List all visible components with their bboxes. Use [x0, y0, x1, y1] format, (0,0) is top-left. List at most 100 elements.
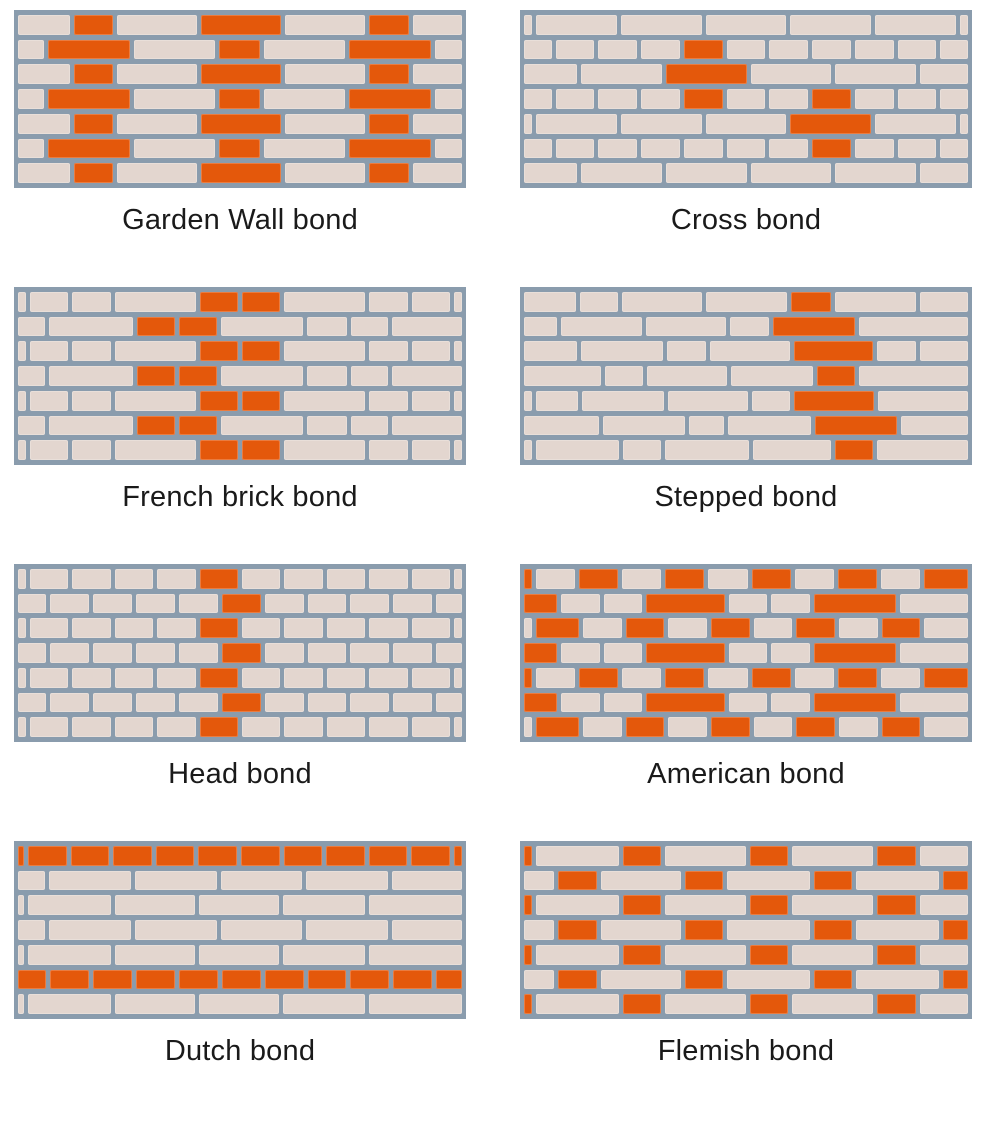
accent-brick	[179, 415, 218, 436]
brick	[115, 994, 195, 1015]
brick	[369, 390, 408, 411]
brick	[264, 593, 304, 614]
brick	[350, 415, 389, 436]
accent-brick	[524, 692, 558, 713]
brick	[959, 15, 968, 35]
brick	[524, 969, 555, 990]
brick-row	[524, 692, 969, 713]
brick	[582, 717, 622, 738]
brick	[641, 89, 680, 109]
accent-brick	[750, 944, 789, 965]
brick	[264, 692, 304, 713]
figure-flemish-bond: Flemish bond	[520, 841, 972, 1068]
brick	[706, 292, 787, 312]
brick	[220, 920, 303, 940]
figure-cross-bond: Cross bond	[520, 10, 972, 237]
brick	[598, 138, 638, 159]
brick	[453, 292, 462, 312]
brick	[18, 163, 70, 184]
accent-brick	[393, 969, 433, 990]
brick	[919, 341, 968, 362]
accent-brick	[942, 920, 969, 940]
accent-brick	[794, 390, 874, 411]
brick	[393, 593, 433, 614]
accent-brick	[137, 316, 176, 337]
brick	[436, 593, 463, 614]
brick	[72, 440, 111, 461]
figure-label: Head bond	[168, 758, 312, 790]
brick	[524, 163, 578, 184]
brick	[283, 994, 365, 1015]
brick	[792, 895, 874, 916]
brick	[524, 15, 533, 35]
accent-brick	[877, 944, 916, 965]
brick	[683, 138, 723, 159]
brick	[919, 292, 968, 312]
brick	[117, 15, 198, 35]
accent-brick	[18, 969, 46, 990]
accent-brick	[813, 969, 853, 990]
accent-brick	[524, 643, 558, 663]
brick	[646, 366, 727, 386]
accent-brick	[221, 692, 261, 713]
accent-brick	[28, 846, 67, 866]
accent-brick	[751, 569, 791, 589]
brick	[242, 717, 281, 738]
brick	[436, 692, 463, 713]
brick-row	[524, 89, 968, 109]
brick	[157, 717, 196, 738]
brick	[178, 692, 218, 713]
accent-brick	[201, 163, 282, 184]
brick	[285, 15, 366, 35]
brick-row	[18, 15, 462, 35]
brick	[18, 920, 45, 940]
brick	[900, 593, 969, 614]
brick	[221, 415, 303, 436]
accent-brick	[942, 870, 969, 891]
brick	[769, 39, 809, 60]
figure-label: American bond	[647, 758, 845, 790]
brick	[726, 138, 766, 159]
brick	[411, 341, 450, 362]
brick	[263, 138, 346, 159]
brick	[157, 667, 196, 688]
brick-row	[524, 64, 968, 85]
brick-row	[524, 390, 968, 411]
accent-brick	[199, 717, 239, 738]
brick	[859, 316, 968, 337]
brick	[221, 316, 303, 337]
brick	[369, 667, 408, 688]
accent-brick	[558, 870, 597, 891]
accent-brick	[137, 366, 176, 386]
brick	[835, 292, 916, 312]
brick	[436, 643, 463, 663]
brick	[369, 569, 408, 589]
accent-brick	[817, 366, 856, 386]
brick	[264, 643, 304, 663]
brick	[859, 366, 968, 386]
accent-brick	[646, 593, 725, 614]
brick	[392, 920, 463, 940]
brick	[524, 618, 533, 639]
accent-brick	[307, 969, 347, 990]
brick-row	[18, 113, 462, 134]
brick	[524, 366, 602, 386]
brick	[726, 89, 766, 109]
brick	[283, 944, 365, 965]
brick	[18, 618, 27, 639]
brick-row	[524, 870, 969, 891]
brick	[284, 390, 366, 411]
brick-row	[524, 618, 969, 639]
brick	[18, 316, 45, 337]
brick	[284, 717, 323, 738]
brick-row	[524, 667, 968, 688]
brick	[603, 692, 643, 713]
brick	[854, 89, 894, 109]
brick	[392, 870, 463, 891]
accent-brick	[813, 692, 897, 713]
brick-row	[18, 569, 463, 589]
brick	[135, 593, 175, 614]
brick-row	[18, 415, 462, 436]
brick	[30, 667, 69, 688]
brick	[18, 113, 70, 134]
